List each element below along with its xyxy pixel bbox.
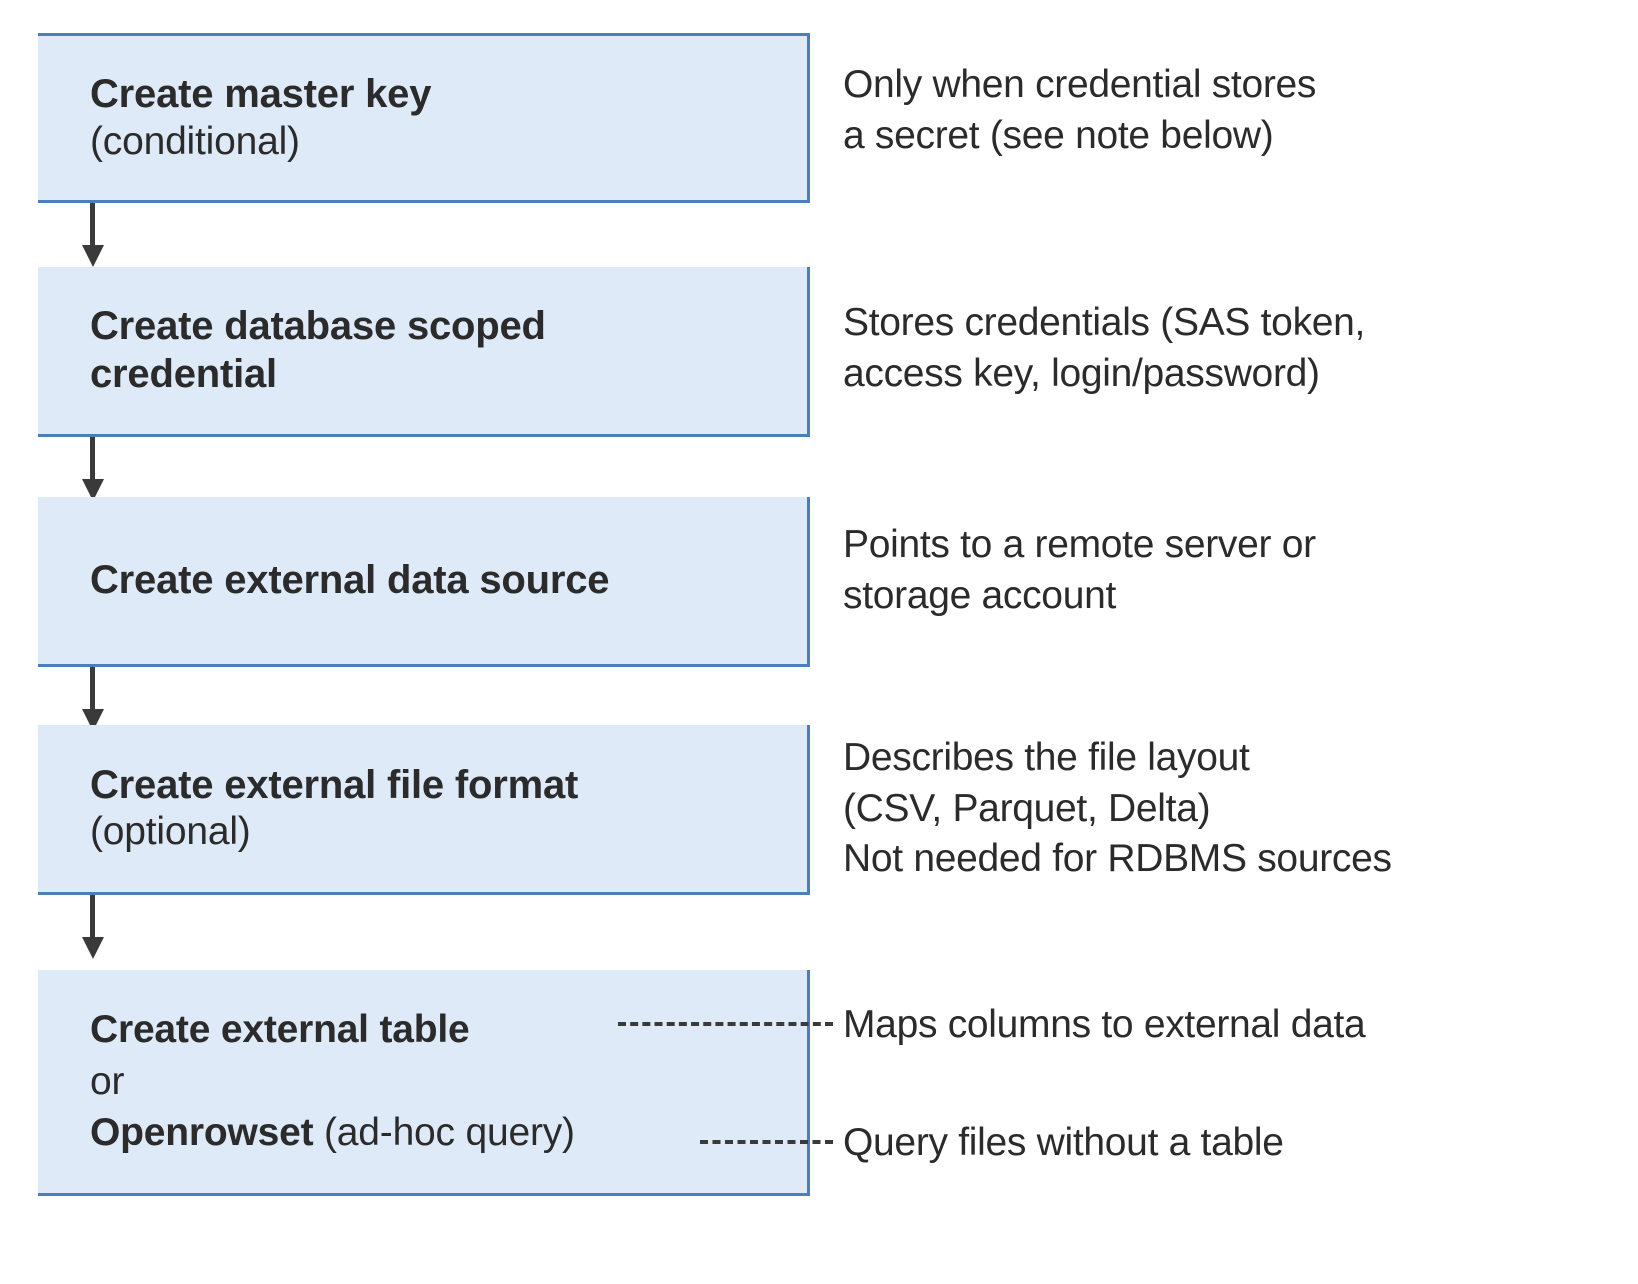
step-title-create-external-file-format: Create external file format [90,762,579,807]
step-subtitle-openrowset: (ad-hoc query) [313,1111,575,1155]
arrow-down-2 [82,437,104,501]
step-line-openrowset: Openrowset (ad-hoc query) [90,1107,793,1158]
note-line: (CSV, Parquet, Delta) [843,786,1211,830]
step-text-create-external-data-source: Create external data source [38,557,807,604]
note-line: Only when credential stores [843,63,1317,106]
step-line-create-external-table: Create external table [90,1004,793,1055]
step-box-create-database-scoped-credential[interactable]: Create database scoped credential [38,267,810,437]
note-create-external-data-source: Points to a remote server or storage acc… [843,520,1316,621]
dashed-connector-openrowset [700,1140,833,1144]
note-line: Points to a remote server or [843,523,1316,566]
note-openrowset: Query files without a table [843,1118,1284,1169]
note-line: storage account [843,573,1117,617]
note-create-master-key: Only when credential stores a secret (se… [843,60,1316,161]
dashed-connector-external-table [618,1022,833,1026]
step-text-create-master-key: Create master key (conditional) [38,71,807,164]
note-line: Maps columns to external data [843,1003,1366,1046]
step-text-create-external-table-or-openrowset: Create external table or Openrowset (ad-… [38,1004,807,1158]
step-title-line-1: Create database scoped [90,304,546,349]
step-title-openrowset: Openrowset [90,1111,314,1155]
note-line: Stores credentials (SAS token, [843,301,1366,344]
note-line: Describes the file layout [843,736,1250,779]
step-box-create-master-key[interactable]: Create master key (conditional) [38,33,810,203]
step-title-create-external-data-source: Create external data source [90,557,610,602]
note-line: a secret (see note below) [843,113,1274,157]
note-line: Not needed for RDBMS sources [843,837,1392,881]
step-line-or: or [90,1059,125,1103]
note-line: Query files without a table [843,1121,1284,1164]
arrow-down-3 [82,667,104,731]
step-subtitle-create-external-file-format: (optional) [90,810,251,854]
step-text-create-database-scoped-credential: Create database scoped credential [38,303,807,397]
step-box-create-external-file-format[interactable]: Create external file format (optional) [38,725,810,895]
step-box-create-external-table-or-openrowset[interactable]: Create external table or Openrowset (ad-… [38,970,810,1196]
step-title-line-2: credential [90,351,277,396]
note-create-external-file-format: Describes the file layout (CSV, Parquet,… [843,733,1392,885]
arrow-down-4 [82,895,104,959]
note-create-external-table: Maps columns to external data [843,1000,1366,1051]
step-subtitle-create-master-key: (conditional) [90,119,300,163]
note-create-database-scoped-credential: Stores credentials (SAS token, access ke… [843,298,1365,399]
note-line: access key, login/password) [843,351,1320,395]
step-box-create-external-data-source[interactable]: Create external data source [38,497,810,667]
step-title-create-external-table: Create external table [90,1008,470,1052]
step-text-create-external-file-format: Create external file format (optional) [38,762,807,855]
arrow-down-1 [82,203,104,267]
step-title-create-master-key: Create master key [90,72,432,117]
